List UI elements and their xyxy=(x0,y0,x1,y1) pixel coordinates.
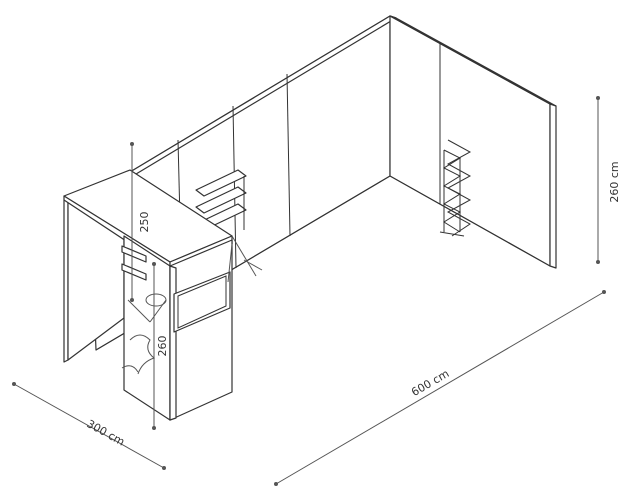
dimension-length: 600 cm xyxy=(274,290,606,486)
right-wall xyxy=(389,15,557,269)
dimension-wall-height: 260 cm xyxy=(596,96,621,264)
dimension-counter-depth: 250 xyxy=(130,142,151,302)
plant-sketch xyxy=(121,334,156,375)
display-screen xyxy=(173,271,231,333)
wall-shelves xyxy=(195,169,247,231)
wall-height-label: 260 cm xyxy=(608,161,621,202)
counter-depth-label: 250 xyxy=(138,212,151,233)
counter-height-label: 260 xyxy=(156,336,169,357)
dimension-counter-height: 260 xyxy=(152,262,169,430)
counter-shelves xyxy=(121,245,147,281)
stool-sketch xyxy=(127,293,167,323)
width-label: 300 cm xyxy=(84,417,126,448)
chair-sketch xyxy=(227,235,263,283)
literature-rack xyxy=(439,139,472,237)
